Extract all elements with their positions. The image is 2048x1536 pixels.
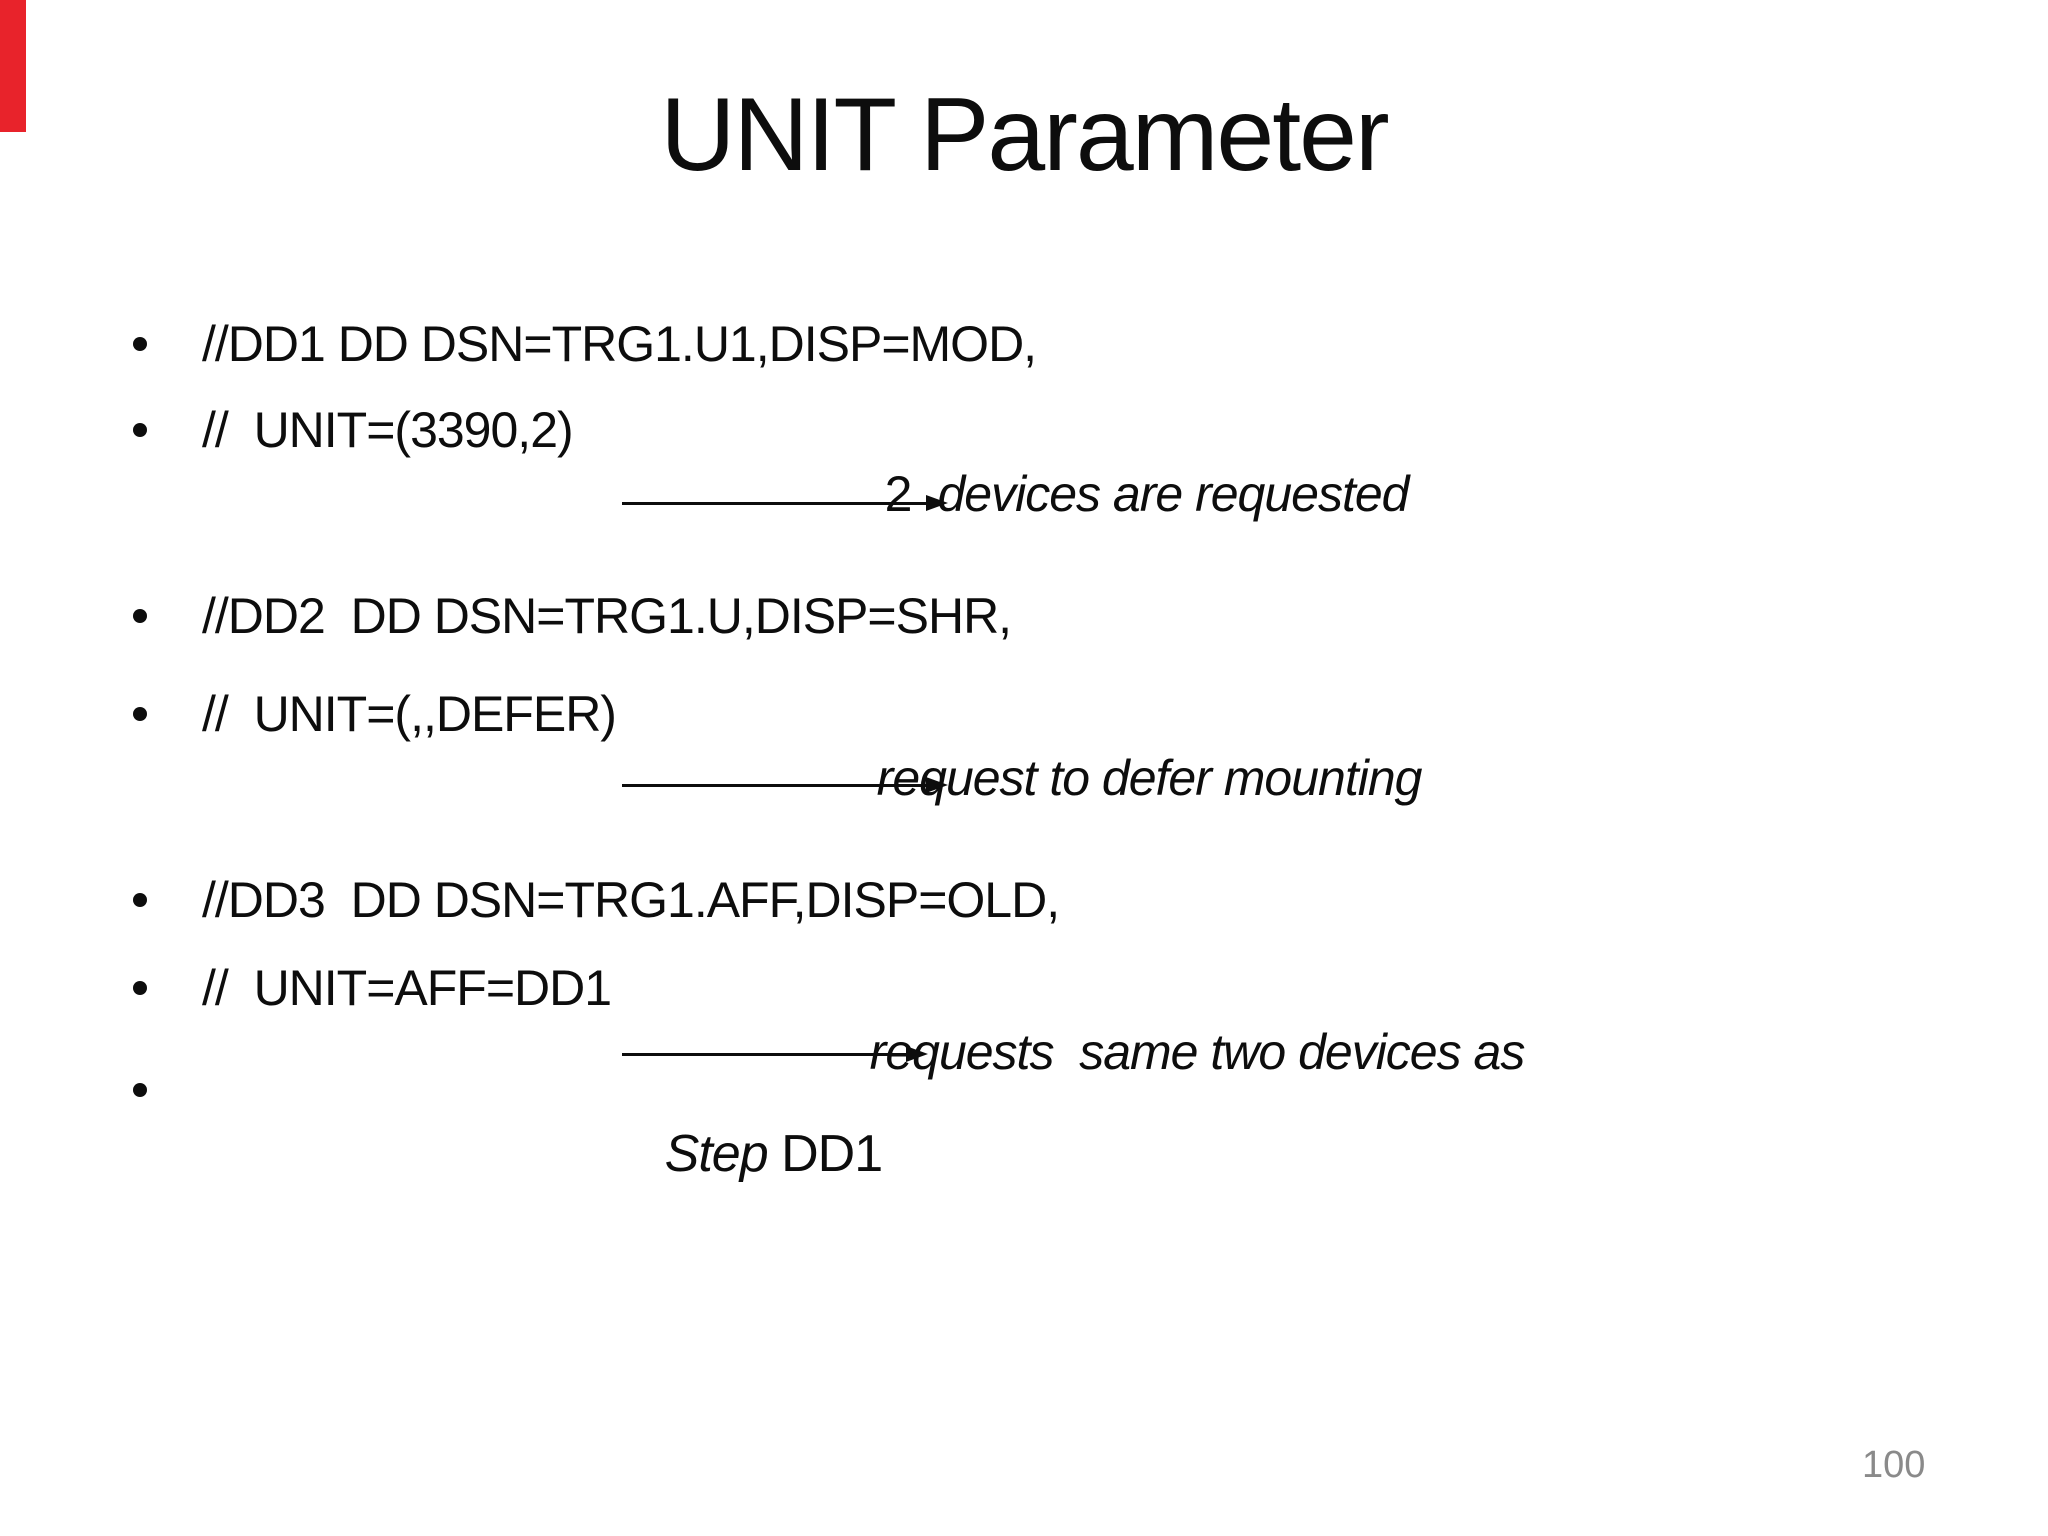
code-text: //DD2 DD DSN=TRG1.U,DISP=SHR, bbox=[202, 588, 1012, 644]
annotation: requests same two devices as bbox=[843, 956, 1526, 1080]
bullet-line-unit-aff: // UNIT=AFF=DD1 requests same two device… bbox=[0, 956, 2048, 1080]
step-separator bbox=[768, 1125, 781, 1183]
page-title: UNIT Parameter bbox=[660, 77, 1389, 193]
bullet-icon bbox=[133, 707, 147, 721]
annotation-text: devices are requested bbox=[937, 466, 1409, 522]
step-word: Step bbox=[664, 1125, 769, 1183]
code-text: // UNIT=(,,DEFER) bbox=[202, 686, 617, 742]
annotation-text: requests same two devices as bbox=[869, 1024, 1526, 1080]
bullet-icon bbox=[133, 893, 147, 907]
arrow-icon bbox=[622, 1046, 928, 1062]
bullet-line-step-dd1: Step DD1 bbox=[0, 1058, 2048, 1183]
annotation: request to defer mounting bbox=[850, 682, 1423, 806]
bullet-line-unit-3390: // UNIT=(3390,2) 2 devices are requested bbox=[0, 398, 2048, 522]
annotation: 2 devices are requested bbox=[858, 398, 1410, 522]
bullet-line-dd1: //DD1 DD DSN=TRG1.U1,DISP=MOD, bbox=[0, 312, 2048, 376]
annotation-text: request to defer mounting bbox=[876, 750, 1423, 806]
bullet-icon bbox=[133, 981, 147, 995]
bullet-line-unit-defer: // UNIT=(,,DEFER) request to defer mount… bbox=[0, 682, 2048, 806]
page-number: 100 bbox=[1862, 1444, 1926, 1486]
step-dd1: DD1 bbox=[781, 1125, 883, 1183]
code-text: //DD3 DD DSN=TRG1.AFF,DISP=OLD, bbox=[202, 872, 1060, 928]
code-text: // UNIT=(3390,2) bbox=[202, 402, 574, 458]
red-accent-bar bbox=[0, 0, 26, 132]
step-label: Step DD1 bbox=[638, 1058, 883, 1183]
bullet-line-dd3: //DD3 DD DSN=TRG1.AFF,DISP=OLD, bbox=[0, 868, 2048, 932]
code-text: // UNIT=AFF=DD1 bbox=[202, 960, 612, 1016]
arrow-icon bbox=[622, 777, 948, 793]
bullet-icon bbox=[133, 1083, 147, 1097]
arrow-icon bbox=[622, 495, 948, 511]
bullet-line-dd2: //DD2 DD DSN=TRG1.U,DISP=SHR, bbox=[0, 584, 2048, 648]
annotation-number: 2 bbox=[884, 466, 913, 522]
bullet-icon bbox=[133, 423, 147, 437]
bullet-icon bbox=[133, 609, 147, 623]
bullet-icon bbox=[133, 337, 147, 351]
code-text: //DD1 DD DSN=TRG1.U1,DISP=MOD, bbox=[202, 316, 1037, 372]
